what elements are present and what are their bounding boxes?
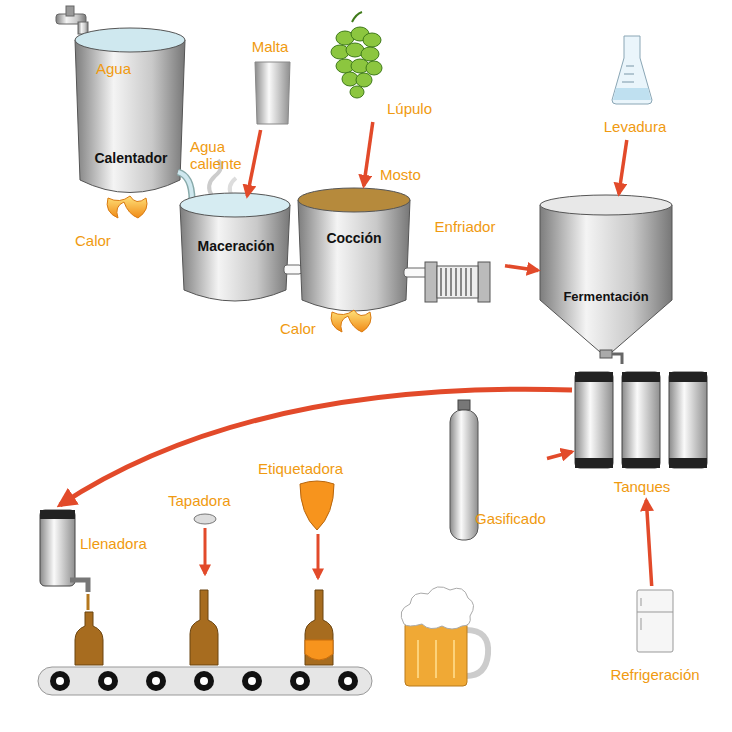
heat-label: Calor	[75, 232, 111, 249]
chiller-node: Enfriador	[425, 218, 505, 302]
yeast-node: Levadura	[590, 30, 680, 140]
wheel-hub	[152, 677, 160, 685]
part-label: Levadura	[590, 118, 680, 135]
labeler-label: Etiquetadora	[258, 460, 343, 477]
beer-mug	[401, 587, 488, 686]
wheel-hub	[344, 677, 352, 685]
malt-node: Malta	[240, 38, 300, 130]
part-label: Llenadora	[80, 535, 147, 552]
filler-keg	[40, 510, 88, 610]
hop-node: Lúpulo	[325, 22, 435, 122]
malt-bag	[255, 62, 290, 124]
filler-node: Llenadora	[35, 505, 160, 600]
belt-wheel	[242, 671, 262, 691]
part-label: Tanques	[572, 478, 712, 495]
belt-wheel	[50, 671, 70, 691]
vessel-name: Cocción	[298, 230, 410, 246]
wort-label: Mosto	[380, 166, 421, 183]
mash-pot-node: Maceración	[178, 196, 294, 306]
vessel-name: Maceración	[178, 238, 294, 254]
refrigerator	[637, 590, 673, 652]
flow-arrow	[646, 500, 651, 586]
water-label: Agua	[96, 60, 131, 77]
wheel-hub	[56, 677, 64, 685]
part-label: Malta	[240, 38, 300, 55]
storage-kegs	[575, 372, 707, 468]
capper-label: Tapadora	[168, 492, 231, 509]
belt-wheel	[146, 671, 166, 691]
co2-cylinder	[450, 400, 478, 540]
heat-label: Calor	[280, 320, 316, 337]
flow-arrow	[60, 389, 572, 505]
part-label: Gasificado	[475, 510, 546, 527]
part-label: Lúpulo	[387, 100, 432, 117]
wheel-hub	[248, 677, 256, 685]
vessel-name: Fermentación	[538, 290, 674, 305]
flow-arrow	[547, 452, 572, 459]
belt-wheel	[290, 671, 310, 691]
fridge-node: Refrigeración	[588, 586, 722, 690]
flow-arrow	[505, 266, 538, 271]
belt-wheel	[98, 671, 118, 691]
wheel-hub	[296, 677, 304, 685]
wheel-hub	[200, 677, 208, 685]
flow-arrow	[364, 122, 373, 186]
wheel-hub	[104, 677, 112, 685]
gas-node: Gasificado	[445, 400, 547, 545]
part-label: Refrigeración	[588, 666, 722, 683]
conveyor-belt	[38, 667, 372, 695]
heater-pot	[75, 28, 185, 218]
fermenter-node: Fermentación	[538, 194, 674, 366]
boil-pot-node: Cocción	[298, 186, 410, 321]
belt-wheel	[338, 671, 358, 691]
fermenter-tank	[540, 195, 672, 364]
part-label: Enfriador	[425, 218, 505, 235]
boil-pot	[298, 188, 428, 332]
yeast-flask	[612, 36, 652, 104]
bottles	[75, 590, 333, 665]
heater-pot-node: Calentador	[75, 30, 187, 210]
kegs-node: Tanques	[572, 365, 712, 500]
hop-cone	[331, 12, 382, 98]
flow-arrow	[247, 130, 260, 196]
belt-wheel	[194, 671, 214, 691]
flow-arrow	[619, 140, 627, 194]
hot-water-label: Agua caliente	[190, 138, 252, 173]
vessel-name: Calentador	[75, 150, 187, 166]
wort-chiller	[425, 262, 490, 302]
